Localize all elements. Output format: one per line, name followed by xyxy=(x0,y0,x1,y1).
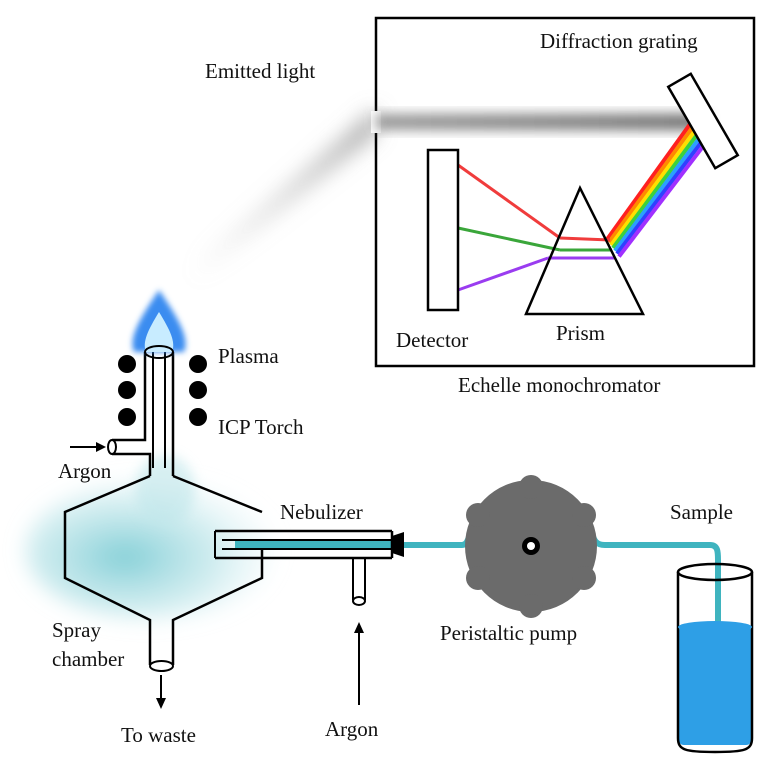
coil-left-1 xyxy=(118,355,136,373)
argon-arrow-nebulizer-head xyxy=(354,622,364,633)
ray-green xyxy=(457,226,561,252)
icp-torch-inner xyxy=(152,352,166,468)
waste-arrow-head xyxy=(156,698,166,709)
coil-right-3 xyxy=(189,408,207,426)
spectrum-band-6 xyxy=(615,132,710,255)
torch-top xyxy=(144,345,174,359)
ray-violet xyxy=(457,256,549,292)
spectrum-band-4 xyxy=(611,126,704,250)
diffraction-grating xyxy=(666,72,740,170)
coil-left-3 xyxy=(118,408,136,426)
icp-torch-outer xyxy=(112,352,175,476)
spectrum-band-5 xyxy=(613,129,707,253)
argon-inlet xyxy=(107,439,117,455)
spray-mist xyxy=(25,480,275,620)
spectrum-band-2 xyxy=(607,121,698,244)
label-detector: Detector xyxy=(396,328,468,352)
label-argon-torch: Argon xyxy=(58,459,112,483)
coil-right-2 xyxy=(189,381,207,399)
label-spray: Spray xyxy=(52,618,101,642)
light-beam xyxy=(376,114,706,130)
label-plasma: Plasma xyxy=(218,344,279,368)
plasma-flame xyxy=(132,290,186,352)
spectrum-band-3 xyxy=(609,123,701,247)
label-icp-torch: ICP Torch xyxy=(218,415,304,439)
coil-right-1 xyxy=(189,355,207,373)
label-sample: Sample xyxy=(670,500,733,524)
coil-left-2 xyxy=(118,381,136,399)
label-peristaltic-pump: Peristaltic pump xyxy=(440,621,577,645)
label-echelle-monochromator: Echelle monochromator xyxy=(458,373,660,397)
label-prism: Prism xyxy=(556,321,605,345)
argon-arrow-torch-head xyxy=(96,442,106,452)
detector xyxy=(426,148,460,312)
nebulizer xyxy=(214,529,404,606)
sample-vial xyxy=(676,562,754,754)
peristaltic-pump xyxy=(465,475,597,618)
monochromator-box xyxy=(374,16,756,368)
label-nebulizer: Nebulizer xyxy=(280,500,363,524)
label-chamber: chamber xyxy=(52,647,124,671)
label-argon-nebulizer: Argon xyxy=(325,717,379,741)
label-to-waste: To waste xyxy=(121,723,196,747)
emitted-light-cone xyxy=(190,108,376,285)
ray-red-inner xyxy=(559,236,611,242)
label-diffraction-grating: Diffraction grating xyxy=(540,29,698,53)
spectrum-band-1 xyxy=(605,118,696,241)
label-emitted-light: Emitted light xyxy=(205,59,315,83)
spectrum-band-7 xyxy=(617,135,713,258)
dispersed-spectrum xyxy=(605,118,713,258)
waste-outlet xyxy=(149,660,174,672)
ray-red xyxy=(457,163,561,240)
prism xyxy=(524,185,646,316)
